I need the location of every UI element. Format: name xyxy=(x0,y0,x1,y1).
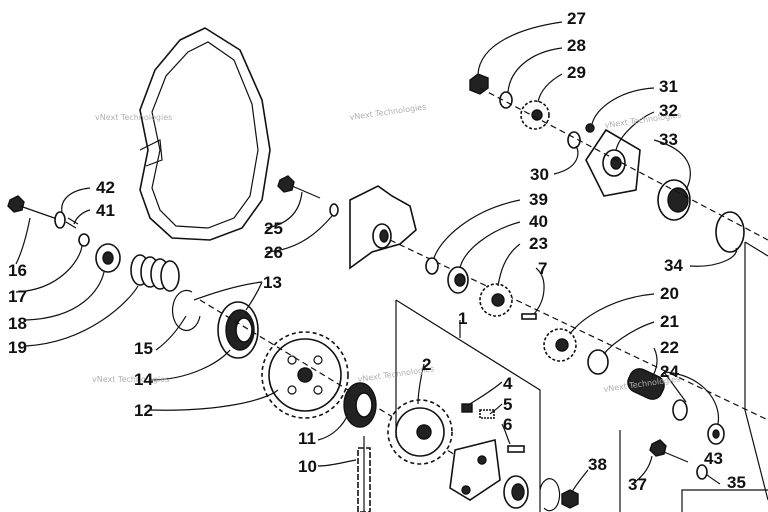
callout-5: 5 xyxy=(503,395,512,414)
bolt-37 xyxy=(649,439,689,463)
callout-38: 38 xyxy=(588,455,607,474)
bolt-25 xyxy=(277,175,321,199)
screw-31 xyxy=(585,123,595,133)
watermark-text: vNext Technologies xyxy=(92,375,169,384)
tensioner-cap-18 xyxy=(95,243,121,273)
shaft-support-bracket xyxy=(349,185,417,270)
callout-33: 33 xyxy=(659,130,678,149)
callout-14: 14 xyxy=(134,370,153,389)
spacer-21 xyxy=(587,349,609,375)
leader-lines xyxy=(15,21,737,493)
nut-38 xyxy=(561,489,579,509)
pin-7 xyxy=(521,313,537,320)
callout-25: 25 xyxy=(264,219,283,238)
callout-4: 4 xyxy=(503,374,513,393)
callout-labels: 27 28 29 31 32 33 30 39 40 23 7 20 21 22… xyxy=(8,9,746,494)
callout-34: 34 xyxy=(664,256,683,275)
group-box-1 xyxy=(395,299,541,512)
sleeve-22 xyxy=(627,368,665,400)
chain-10 xyxy=(357,436,371,512)
callout-24: 24 xyxy=(660,362,679,381)
callout-15: 15 xyxy=(134,339,153,358)
callout-26: 26 xyxy=(264,243,283,262)
bolt-16 xyxy=(7,195,61,221)
washer-28 xyxy=(499,91,513,109)
callout-2: 2 xyxy=(422,355,431,374)
bearing-lower xyxy=(503,475,561,512)
callout-41: 41 xyxy=(96,201,115,220)
washer-26 xyxy=(329,203,339,217)
callout-16: 16 xyxy=(8,261,27,280)
callout-27: 27 xyxy=(567,9,586,28)
tensioner-arm xyxy=(449,439,501,501)
washer-43 xyxy=(707,423,725,445)
callout-17: 17 xyxy=(8,287,27,306)
callout-13: 13 xyxy=(263,273,282,292)
bearing-33 xyxy=(657,179,691,221)
callout-1: 1 xyxy=(458,309,467,328)
spring-19 xyxy=(130,254,180,292)
ring-34 xyxy=(715,211,745,253)
callout-42: 42 xyxy=(96,178,115,197)
callout-35: 35 xyxy=(727,473,746,492)
sprocket-23 xyxy=(479,283,513,317)
nut-27 xyxy=(469,73,489,95)
callout-21: 21 xyxy=(660,312,679,331)
bearing-flange-32 xyxy=(585,128,641,197)
callout-11: 11 xyxy=(298,429,316,448)
callout-20: 20 xyxy=(660,284,679,303)
sprocket-20 xyxy=(543,328,577,362)
sprocket-12 xyxy=(261,331,349,419)
callout-30: 30 xyxy=(530,165,549,184)
callout-40: 40 xyxy=(529,212,548,231)
callout-39: 39 xyxy=(529,190,548,209)
callout-37: 37 xyxy=(628,475,647,494)
screw-5 xyxy=(479,409,495,419)
snap-ring-15 xyxy=(171,289,201,332)
callout-43: 43 xyxy=(704,449,723,468)
watermark-text: vNext Technologies xyxy=(349,102,427,122)
callout-29: 29 xyxy=(567,63,586,82)
callout-31: 31 xyxy=(659,77,678,96)
callout-7: 7 xyxy=(538,259,547,278)
washer-42 xyxy=(54,211,66,229)
callout-12: 12 xyxy=(134,401,153,420)
pin-6 xyxy=(507,445,525,453)
spring-4 xyxy=(461,403,473,413)
callout-23: 23 xyxy=(529,234,548,253)
washer-35 xyxy=(696,464,708,480)
callout-6: 6 xyxy=(503,415,512,434)
bearing-40 xyxy=(447,266,469,294)
callout-32: 32 xyxy=(659,101,678,120)
callout-28: 28 xyxy=(567,36,586,55)
callout-18: 18 xyxy=(8,314,27,333)
callout-22: 22 xyxy=(660,338,679,357)
watermark-text: vNext Technologies xyxy=(95,113,172,122)
washer-24 xyxy=(672,399,688,421)
spacer-39 xyxy=(425,257,439,275)
bearing-14 xyxy=(217,301,259,359)
pin-41 xyxy=(65,217,79,229)
sprocket-29 xyxy=(520,100,550,130)
washer-17 xyxy=(78,233,90,247)
callout-10: 10 xyxy=(298,457,317,476)
sprocket-2 xyxy=(387,399,453,465)
callout-19: 19 xyxy=(8,338,27,357)
chaincase-cover xyxy=(139,27,271,241)
gear-11 xyxy=(343,382,377,428)
